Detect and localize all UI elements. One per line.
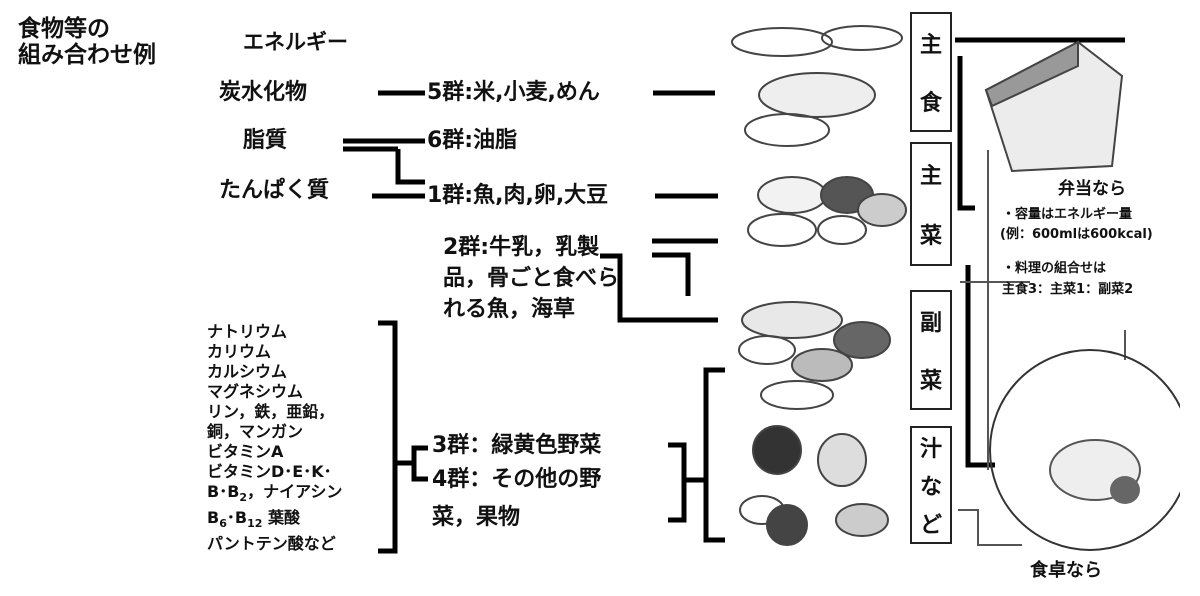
mineral-line: マグネシウム <box>207 382 304 401</box>
bento-heading: 弁当なら <box>1058 179 1126 199</box>
mineral-vitamin-list: ナトリウム カリウム カルシウム マグネシウム リン，鉄，亜鉛， 銅，マンガン … <box>207 322 342 554</box>
vitamin-line: B6･B12 葉酸 <box>207 508 342 534</box>
side-char-1: 副 <box>919 311 942 336</box>
connector-staple-main <box>957 56 975 211</box>
vitamin-subscript: 6 <box>219 517 227 530</box>
vegetable-sketch <box>752 425 802 475</box>
vitamin-line: パントテン酸など <box>207 534 336 553</box>
main-dish-box: 主 菜 <box>910 142 952 266</box>
bento-note-ratio: 主食3：主菜1：副菜2 <box>1002 282 1134 297</box>
group-2-line-2: 品，骨ごと食べら <box>443 266 620 291</box>
soup-box: 汁 な ど <box>910 426 952 544</box>
vitamin-text: B･B <box>207 482 240 501</box>
rice-bowl-sketch <box>731 27 833 57</box>
vegetables-bracket <box>703 367 725 543</box>
vitamin-text: ，ナイアシン <box>247 482 343 501</box>
group-2-label: 2群:牛乳，乳製 品，骨ごと食べら れる魚，海草 <box>443 232 619 325</box>
soup-char-2: な <box>919 475 942 500</box>
vitamin-line: ビタミンD･E･K･ <box>207 462 332 481</box>
minerals-bracket <box>378 320 398 554</box>
carbohydrate-label: 炭水化物 <box>219 80 308 105</box>
side-dish-box: 副 菜 <box>910 290 952 410</box>
table-setting-label: 食卓なら <box>1030 560 1102 581</box>
soup-char-3: ど <box>919 513 942 538</box>
title-line-1: 食物等の <box>18 16 110 42</box>
group-4-line-1: 4群：その他の野 <box>432 467 602 492</box>
connector-fat-g1 <box>395 149 425 185</box>
group-6-label: 6群:油脂 <box>427 128 518 153</box>
mineral-line: 銅，マンガン <box>207 422 304 441</box>
side-char-2: 菜 <box>919 369 942 394</box>
side-dish-sketch <box>741 301 843 339</box>
g34-right-bracket <box>668 442 687 523</box>
connector-g2-side <box>600 253 718 323</box>
mineral-line: カリウム <box>207 342 272 361</box>
vitamin-text: 葉酸 <box>262 508 300 527</box>
vitamin-text: ･B <box>226 508 248 527</box>
staple-food-box: 主 食 <box>910 12 952 132</box>
fat-label: 脂質 <box>243 128 288 153</box>
main-char-1: 主 <box>919 164 942 189</box>
bento-note-example: (例：600mlは600kcal) <box>1000 227 1153 242</box>
mineral-line: リン，鉄，亜鉛， <box>207 402 335 421</box>
main-char-2: 菜 <box>919 224 942 249</box>
table-setting-sketch <box>989 349 1180 551</box>
protein-label: たんぱく質 <box>219 178 330 203</box>
group-1-label: 1群:魚,肉,卵,大豆 <box>427 183 609 208</box>
vitamin-subscript: 2 <box>239 491 248 504</box>
mineral-line: カルシウム <box>207 362 288 381</box>
staple-char-1: 主 <box>919 33 942 58</box>
vitamin-subscript: 12 <box>247 517 263 530</box>
title-line-2: 組み合わせ例 <box>18 42 156 68</box>
group-5-label: 5群:米,小麦,めん <box>427 80 600 105</box>
mineral-line: ナトリウム <box>207 322 288 341</box>
g34-left-bracket <box>411 445 428 482</box>
soup-char-1: 汁 <box>919 437 942 462</box>
group-2-line-3: れる魚，海草 <box>443 297 576 322</box>
diagram-title: 食物等の 組み合わせ例 <box>18 16 156 68</box>
connector-main-table <box>965 265 995 468</box>
bento-note-capacity: ・容量はエネルギー量 <box>1002 207 1133 222</box>
connector-g2-bracket <box>652 252 691 296</box>
vitamin-line: ビタミンA <box>207 442 284 461</box>
group-4-line-2: 菜，果物 <box>432 505 521 530</box>
energy-label: エネルギー <box>243 30 348 54</box>
bento-box-sketch <box>984 40 1124 173</box>
group-2-line-1: 2群:牛乳，乳製 <box>443 235 600 260</box>
food-photos <box>731 25 907 546</box>
vitamin-text: B <box>207 508 220 527</box>
bento-note-combination: ・料理の組合せは <box>1002 261 1107 276</box>
staple-char-2: 食 <box>919 91 942 116</box>
group-3-label: 3群：緑黄色野菜 <box>432 433 602 458</box>
vitamin-line: B･B2，ナイアシン <box>207 482 342 508</box>
